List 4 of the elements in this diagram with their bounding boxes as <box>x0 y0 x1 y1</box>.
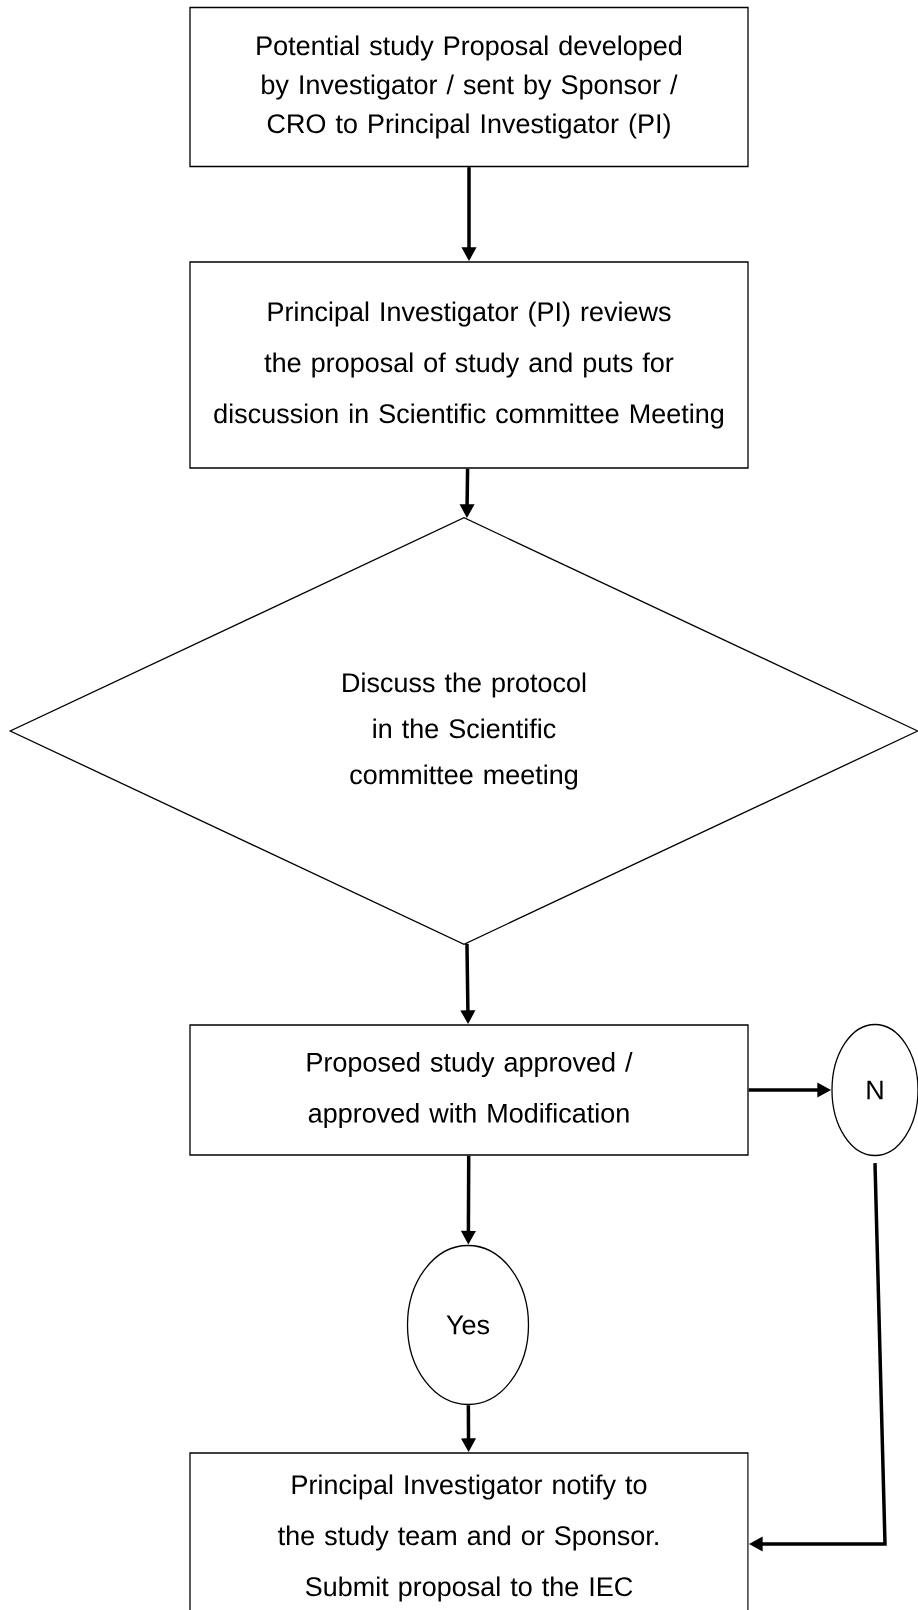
process-box: Principal Investigator notify to the study team and or Sponsor. Submit proposal to the IEC <box>189 1452 749 1610</box>
process-box: Potential study Proposal developed by Investigator / sent by Sponsor / CRO to Principal Investigator (PI) <box>189 6 749 168</box>
process-box: Proposed study approved / approved with Modification <box>189 1024 749 1156</box>
process-box: Principal Investigator (PI) reviews the proposal of study and puts for discussion in Scientific committee Meeting <box>189 261 749 469</box>
